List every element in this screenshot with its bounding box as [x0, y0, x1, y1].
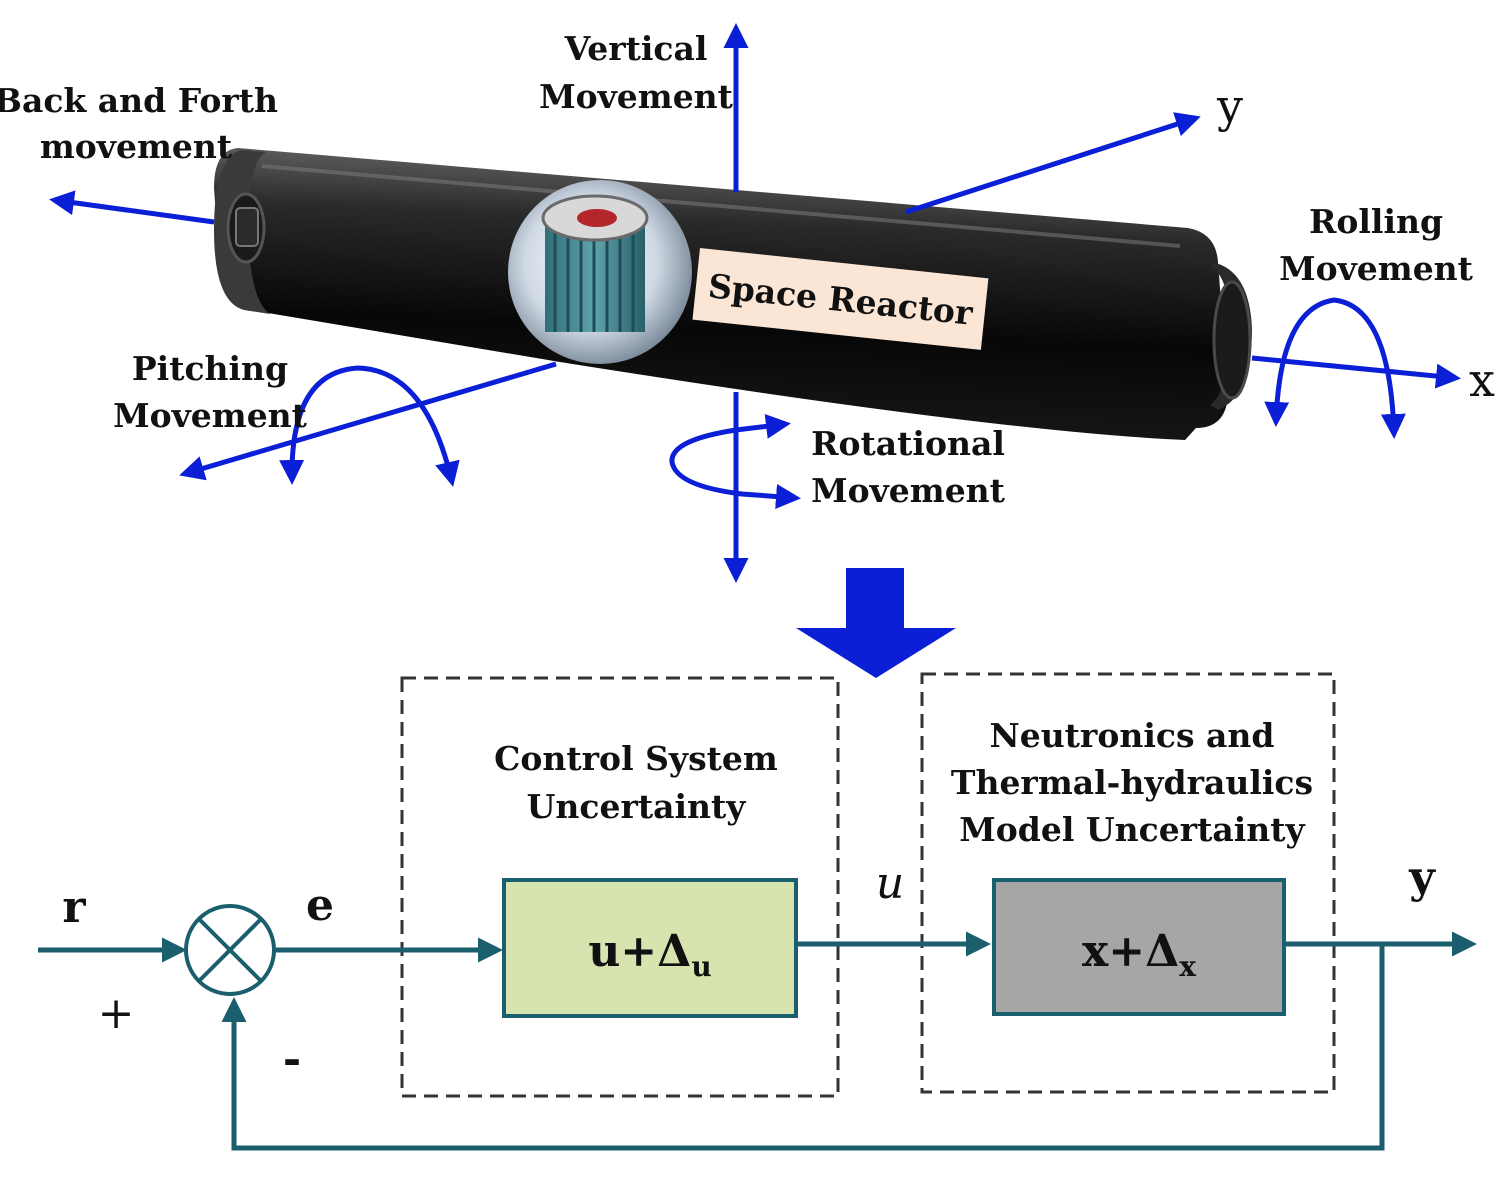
- pitching-curl-arrow: [279, 365, 460, 487]
- pitching-axis-arrow: [179, 361, 557, 481]
- summing-junction: [184, 904, 276, 996]
- rotational-curl-arrow: [669, 413, 801, 509]
- controller-block: [502, 878, 798, 1018]
- model-box-title-line3: Model Uncertainty: [959, 810, 1305, 849]
- motion-arrows: [49, 23, 1461, 583]
- signal-y-label: y: [1408, 852, 1436, 903]
- transition-down-arrow: [796, 568, 956, 678]
- controller-block-label: u+Δu: [588, 926, 711, 983]
- model-box-title-line2: Thermal-hydraulics: [951, 763, 1313, 802]
- x-axis-arrow: [1251, 355, 1461, 389]
- pitching-label-line1: Pitching: [132, 349, 288, 388]
- reactor-core-port: [508, 180, 692, 364]
- y-axis-arrow: [905, 112, 1201, 215]
- minus-sign: -: [283, 1034, 301, 1085]
- control-box-title-line1: Control System: [494, 739, 778, 778]
- plant-block: [992, 878, 1286, 1016]
- vertical-label-line2: Movement: [539, 77, 734, 116]
- control-box-title-line2: Uncertainty: [527, 787, 747, 826]
- vertical-label-line1: Vertical: [564, 29, 708, 68]
- signal-flow: [38, 931, 1477, 1151]
- model-box-title-line1: Neutronics and: [990, 716, 1275, 755]
- feedback-line: [221, 944, 1385, 1151]
- rolling-label-line2: Movement: [1279, 249, 1474, 288]
- signal-e-label: e: [306, 880, 334, 931]
- control-uncertainty-box: [400, 676, 840, 1098]
- back-forth-label-line2: movement: [40, 127, 233, 166]
- back-forth-arrow: [49, 190, 215, 225]
- rotational-label-line1: Rotational: [811, 424, 1005, 463]
- signal-u-label: u: [876, 858, 904, 909]
- axis-y-label: y: [1216, 79, 1243, 133]
- plus-sign: +: [98, 988, 135, 1039]
- plant-block-label: x+Δx: [1082, 926, 1196, 983]
- rotational-label-line2: Movement: [811, 471, 1006, 510]
- motion-labels: Back and Forth movement Vertical Movemen…: [0, 29, 1495, 510]
- rolling-curl-arrow: [1264, 297, 1406, 439]
- signal-r-label: r: [62, 882, 86, 933]
- back-forth-label-line1: Back and Forth: [0, 81, 278, 120]
- axis-x-label: x: [1469, 353, 1495, 407]
- model-uncertainty-box: [920, 672, 1336, 1094]
- space-reactor-label: Space Reactor: [692, 248, 989, 350]
- rolling-label-line1: Rolling: [1309, 202, 1443, 241]
- pitching-label-line2: Movement: [113, 396, 308, 435]
